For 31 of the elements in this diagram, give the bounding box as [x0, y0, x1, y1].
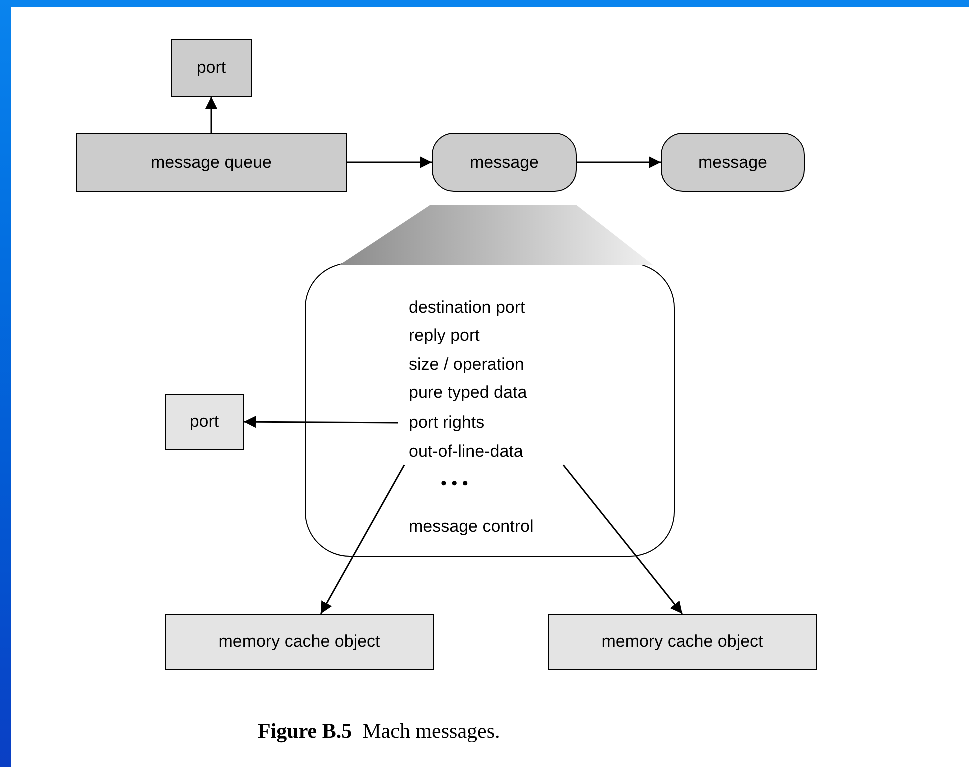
arrow [244, 416, 398, 428]
field-text: • • • [441, 473, 468, 495]
field-text: message control [409, 516, 534, 538]
arrow [347, 156, 432, 168]
field-text: reply port [409, 325, 480, 347]
field-text: pure typed data [409, 382, 528, 404]
arrow [320, 464, 406, 614]
node-label: message queue [151, 152, 272, 174]
process-box [548, 614, 817, 670]
node-label: memory cache object [602, 631, 764, 653]
process-box [165, 614, 434, 670]
node-label: port [196, 57, 226, 79]
field-text: port rights [409, 412, 485, 434]
field-text: out-of-line-data [409, 441, 524, 463]
field-text: size / operation [409, 354, 524, 376]
message-detail-box [305, 263, 675, 557]
field-text: destination port [409, 297, 526, 319]
node-label: message [698, 152, 768, 174]
process-box [165, 394, 244, 450]
zoom-projection [340, 205, 653, 265]
process-box [171, 39, 252, 97]
arrow [577, 156, 661, 168]
node-label: port [190, 411, 220, 433]
message-pill [661, 133, 805, 192]
figure-caption: Figure B.5 Mach messages. [258, 718, 500, 745]
message-pill [432, 133, 577, 192]
node-label: memory cache object [218, 631, 380, 653]
node-label: message [470, 152, 539, 174]
arrow [206, 97, 218, 133]
arrow [562, 464, 684, 614]
process-box [76, 133, 347, 192]
